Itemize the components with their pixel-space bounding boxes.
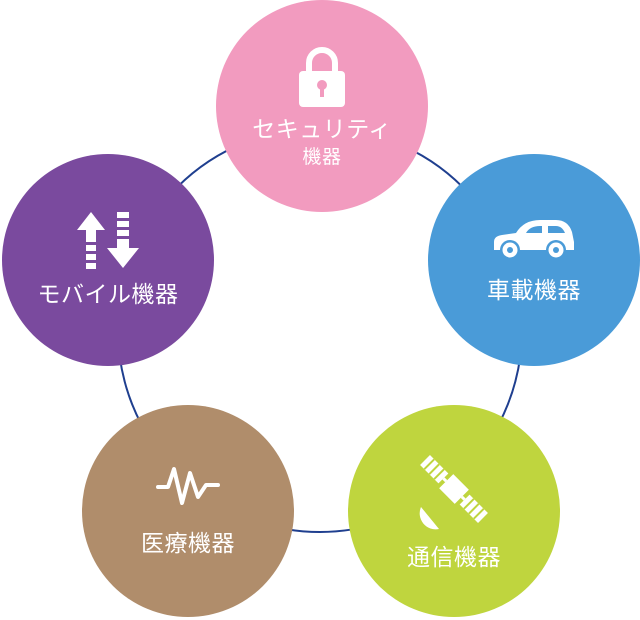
car-icon — [494, 220, 574, 260]
pulse-icon — [156, 467, 220, 505]
node-security-label: セキュリティ — [252, 117, 392, 143]
node-security-sublabel: 機器 — [302, 146, 342, 168]
node-mobile-devices: モバイル機器 — [2, 154, 214, 366]
node-automotive-devices: 車載機器 — [428, 154, 640, 366]
up-down-arrows-icon — [77, 212, 139, 269]
lock-icon — [299, 47, 345, 107]
node-car-label: 車載機器 — [487, 278, 581, 304]
node-mobile-label: モバイル機器 — [37, 282, 179, 308]
node-security-devices: セキュリティ 機器 — [216, 0, 428, 212]
node-medical-devices: 医療機器 — [82, 405, 294, 617]
satellite-icon — [419, 455, 488, 530]
node-communication-label: 通信機器 — [407, 545, 501, 571]
node-communication-devices: 通信機器 — [348, 405, 560, 617]
node-medical-label: 医療機器 — [141, 531, 235, 557]
